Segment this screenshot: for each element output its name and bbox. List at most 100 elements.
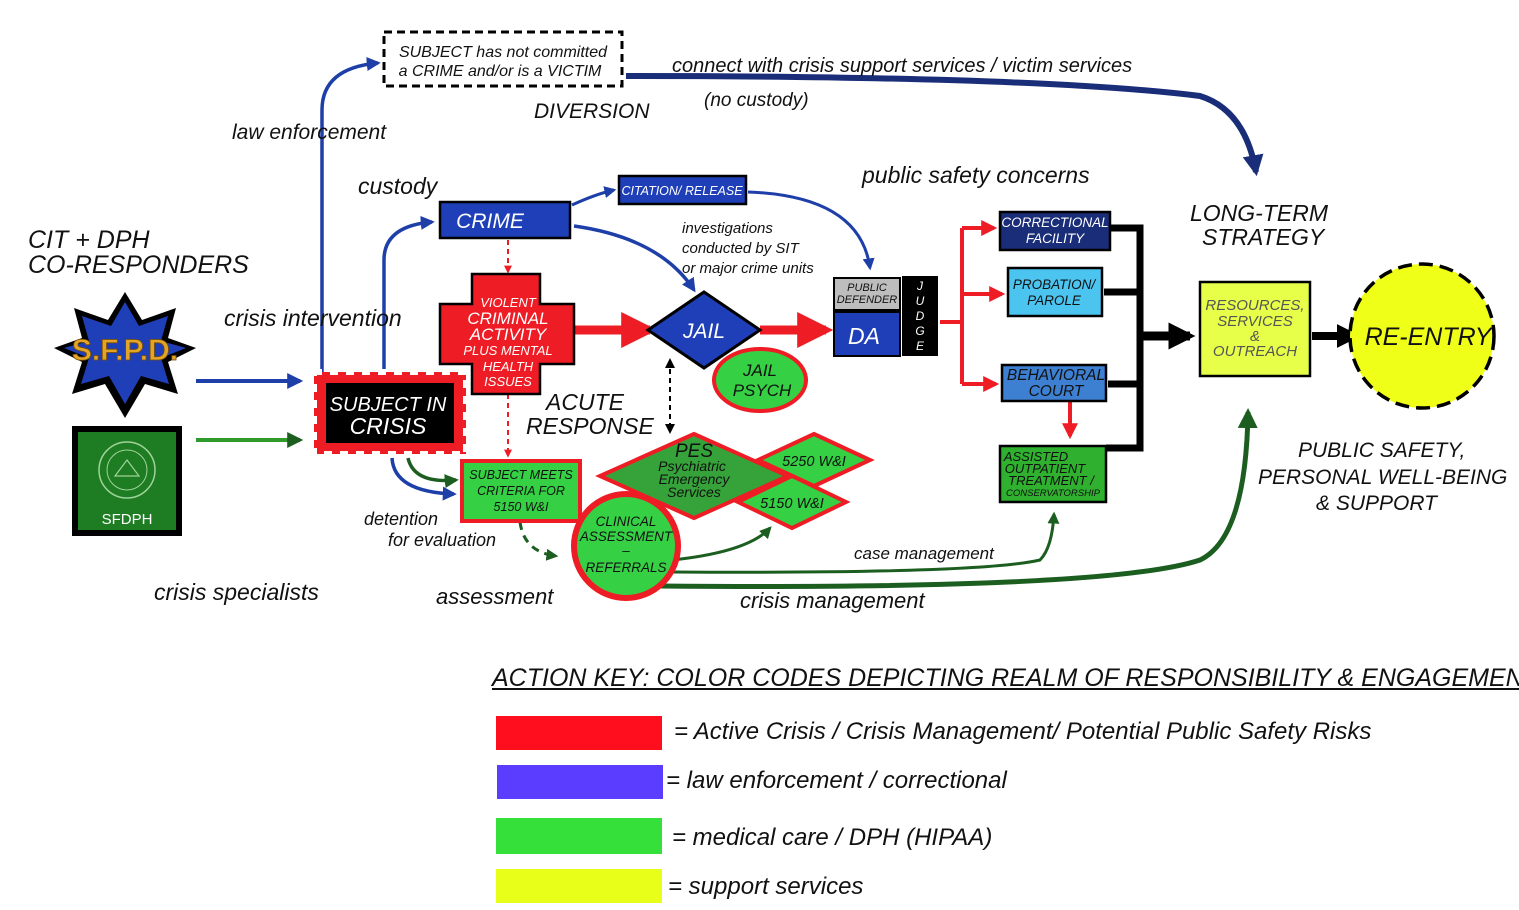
- investigations-label-2: conducted by SIT: [682, 240, 801, 257]
- svg-text:CRIME: CRIME: [456, 210, 525, 233]
- detention-label-2: for evaluation: [388, 530, 496, 550]
- svg-text:HEALTH: HEALTH: [483, 359, 534, 374]
- assessment-label: assessment: [436, 584, 554, 609]
- svg-text:PES: PES: [675, 441, 713, 462]
- law-enforcement-arrow: [320, 57, 381, 372]
- connectors: [196, 57, 1361, 589]
- svg-text:PROBATION/: PROBATION/: [1013, 277, 1097, 292]
- sfpd-badge-text: S.F.P.D.: [72, 334, 178, 367]
- detention-label-1: detention: [364, 509, 438, 529]
- outcome-label-1: PUBLIC SAFETY,: [1298, 439, 1465, 462]
- diversion-label: DIVERSION: [534, 100, 650, 123]
- outcome-label-3: & SUPPORT: [1316, 492, 1439, 515]
- jail-psych-node: JAIL PSYCH: [712, 347, 808, 413]
- svg-text:–: –: [621, 543, 630, 558]
- acute-response-label-1: ACUTE: [544, 389, 625, 415]
- svg-text:CONSERVATORSHIP: CONSERVATORSHIP: [1006, 488, 1101, 499]
- svg-text:VIOLENT: VIOLENT: [480, 295, 537, 310]
- case-management-label: case management: [854, 544, 995, 563]
- sfdph-badge: SFDPH: [72, 426, 182, 536]
- svg-text:5150 W&I: 5150 W&I: [494, 500, 549, 514]
- svg-text:CORRECTIONAL: CORRECTIONAL: [1001, 215, 1108, 230]
- svg-text:ASSISTED: ASSISTED: [1003, 449, 1068, 464]
- custody-label: custody: [358, 173, 439, 199]
- sfdph-badge-text: SFDPH: [102, 511, 153, 528]
- svg-text:a CRIME and/or is a VICTIM: a CRIME and/or is a VICTIM: [399, 63, 602, 80]
- svg-text:CRITERIA FOR: CRITERIA FOR: [477, 484, 565, 498]
- not-committed-node: SUBJECT has not committed a CRIME and/or…: [382, 30, 624, 88]
- assisted-outpatient-node: ASSISTED OUTPATIENT TREATMENT / CONSERVA…: [998, 444, 1108, 504]
- sfpd-badge: S.F.P.D.: [54, 292, 196, 418]
- svg-text:PSYCH: PSYCH: [733, 381, 792, 400]
- crisis-management-arrow: [659, 408, 1258, 589]
- svg-text:5250 W&I: 5250 W&I: [782, 454, 846, 470]
- crisis-management-label: crisis management: [740, 588, 926, 613]
- svg-text:SUBJECT has not committed: SUBJECT has not committed: [399, 44, 608, 61]
- svg-text:SUBJECT IN: SUBJECT IN: [330, 394, 447, 416]
- svg-text:PLUS MENTAL: PLUS MENTAL: [463, 343, 552, 358]
- crime-node: CRIME: [438, 200, 572, 240]
- clinical-to-5150-arrow: [671, 526, 772, 562]
- no-custody-label: (no custody): [704, 90, 809, 111]
- svg-text:ASSESSMENT: ASSESSMENT: [579, 529, 674, 544]
- citation-release-node: CITATION/ RELEASE: [617, 174, 748, 206]
- pes-node: PES Psychiatric Emergency Services: [595, 431, 793, 521]
- key-label-yellow: = support services: [668, 873, 864, 900]
- svg-text:JAIL: JAIL: [682, 320, 725, 343]
- subject-to-criteria-arrow: [406, 457, 459, 489]
- meets-criteria-node: SUBJECT MEETS CRITERIA FOR 5150 W&I: [460, 459, 582, 523]
- svg-text:CRIMINAL: CRIMINAL: [467, 309, 548, 328]
- svg-text:OUTPATIENT: OUTPATIENT: [1005, 461, 1086, 476]
- resources-node: RESOURCES, SERVICES & OUTREACH: [1198, 280, 1312, 378]
- svg-text:Emergency: Emergency: [659, 471, 731, 487]
- svg-text:5150 W&I: 5150 W&I: [760, 496, 824, 512]
- acute-response-label-2: RESPONSE: [526, 413, 654, 439]
- correctional-facility-node: CORRECTIONAL FACILITY: [998, 210, 1112, 252]
- svg-text:DEFENDER: DEFENDER: [837, 294, 898, 306]
- crime-to-citation-arrow: [571, 186, 617, 207]
- svg-text:SERVICES: SERVICES: [1217, 313, 1293, 330]
- clinical-assessment-node: CLINICAL ASSESSMENT – REFERRALS: [571, 491, 681, 601]
- action-key-title: ACTION KEY: COLOR CODES DEPICTING REALM …: [492, 664, 1519, 692]
- svg-text:PUBLIC: PUBLIC: [847, 282, 887, 294]
- key-swatch-blue: [497, 765, 663, 799]
- law-enforcement-label: law enforcement: [232, 121, 387, 144]
- labels: CIT + DPH CO-RESPONDERS crisis specialis…: [28, 55, 1507, 613]
- key-label-red: = Active Crisis / Crisis Management/ Pot…: [674, 718, 1372, 745]
- long-term-label-2: STRATEGY: [1202, 224, 1326, 250]
- crisis-specialists-label: crisis specialists: [154, 579, 319, 605]
- detention-arrow: [390, 457, 457, 501]
- public-safety-concerns-label: public safety concerns: [861, 162, 1090, 188]
- subject-in-crisis-node: SUBJECT IN CRISIS: [311, 369, 469, 457]
- key-label-green: = medical care / DPH (HIPAA): [672, 824, 993, 851]
- svg-text:CITATION/ RELEASE: CITATION/ RELEASE: [621, 184, 743, 198]
- crisis-intervention-label: crisis intervention: [224, 305, 402, 331]
- violent-activity-node: VIOLENT CRIMINAL ACTIVITY PLUS MENTAL HE…: [438, 272, 576, 396]
- behavioral-court-node: BEHAVIORAL COURT: [1000, 363, 1108, 403]
- svg-text:CLINICAL: CLINICAL: [596, 514, 657, 529]
- svg-text:ISSUES: ISSUES: [484, 374, 532, 389]
- crime-to-jail-arrow: [573, 224, 696, 293]
- svg-text:COURT: COURT: [1029, 383, 1085, 400]
- co-responders-label-2: CO-RESPONDERS: [28, 251, 249, 279]
- w5150-node: 5150 W&I: [733, 473, 851, 531]
- svg-text:CRISIS: CRISIS: [350, 413, 427, 439]
- svg-text:REFERRALS: REFERRALS: [585, 560, 666, 575]
- svg-text:JAIL: JAIL: [742, 361, 777, 380]
- reentry-node: RE-ENTRY: [1348, 262, 1496, 410]
- svg-text:ACTIVITY: ACTIVITY: [469, 325, 548, 344]
- svg-text:RESOURCES,: RESOURCES,: [1205, 297, 1304, 314]
- criteria-to-clinical-arrow: [518, 521, 559, 561]
- outcome-label-2: PERSONAL WELL-BEING: [1258, 466, 1507, 489]
- diversion-to-longterm-arrow: [625, 73, 1264, 177]
- svg-text:SUBJECT MEETS: SUBJECT MEETS: [469, 468, 573, 482]
- svg-text:Psychiatric: Psychiatric: [658, 458, 726, 474]
- svg-text:TREATMENT /: TREATMENT /: [1008, 473, 1095, 488]
- key-swatch-red: [496, 716, 662, 750]
- svg-text:OUTREACH: OUTREACH: [1213, 343, 1297, 360]
- citation-to-da-arrow: [747, 190, 875, 271]
- investigations-label-1: investigations: [682, 220, 773, 237]
- jail-node: JAIL: [645, 290, 763, 370]
- svg-text:&: &: [1250, 328, 1260, 345]
